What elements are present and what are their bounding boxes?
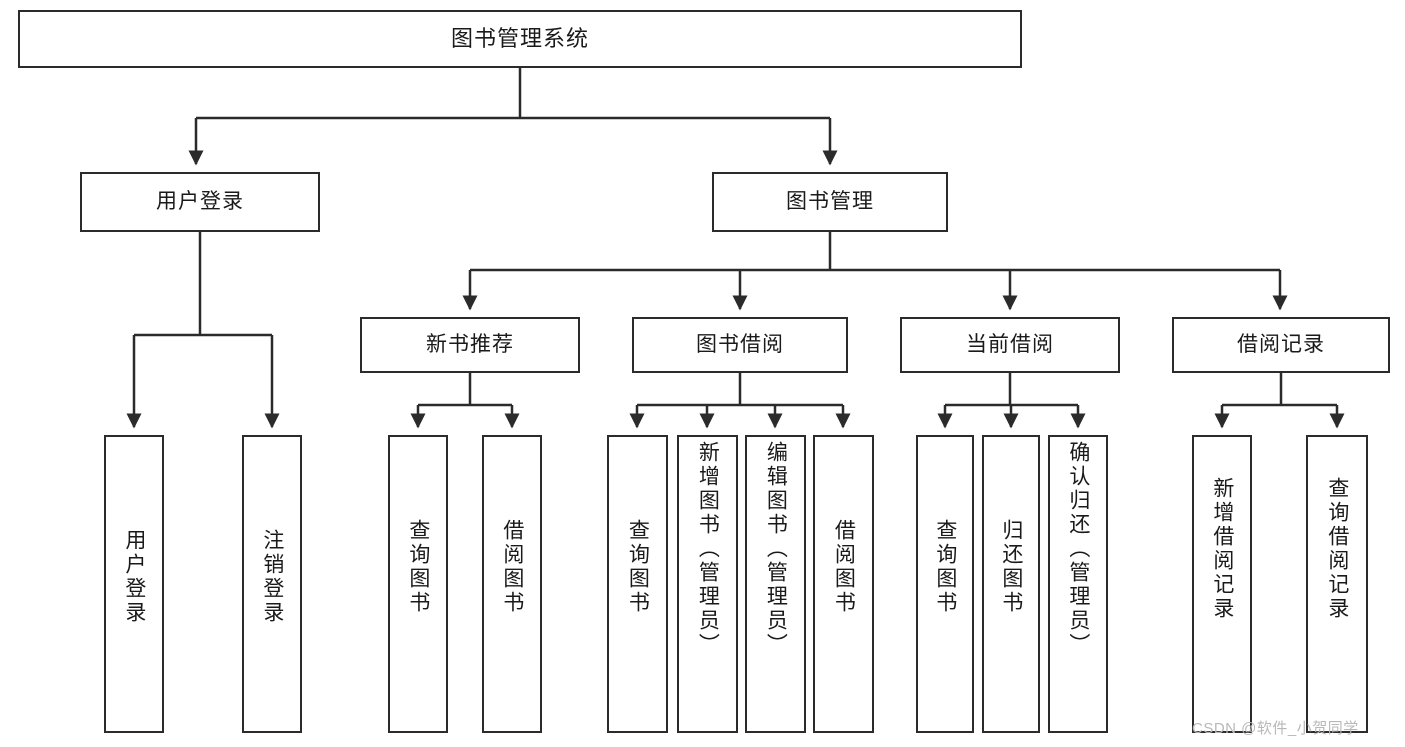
leaf-confirm-return-label: 确认归还（管理员） [1066,441,1090,657]
leaf-confirm-return[interactable]: 确认归还（管理员） [1048,435,1108,733]
leaf-borrow-book-1[interactable]: 借阅图书 [482,435,542,733]
leaf-logout-label: 注销登录 [260,529,284,625]
leaf-user-login[interactable]: 用户登录 [104,435,164,733]
node-current-borrow[interactable]: 当前借阅 [900,317,1120,373]
node-user-login[interactable]: 用户登录 [80,172,320,232]
node-book-management-label: 图书管理 [786,190,874,214]
leaf-query-book-2-label: 查询图书 [626,519,650,615]
leaf-borrow-book-1-label: 借阅图书 [500,519,524,615]
csdn-watermark: CSDN @软件_小贺同学 [1192,720,1359,737]
node-new-book-recommend[interactable]: 新书推荐 [360,317,580,373]
node-new-book-recommend-label: 新书推荐 [426,333,514,357]
node-book-borrow[interactable]: 图书借阅 [632,317,848,373]
leaf-edit-book[interactable]: 编辑图书（管理员） [745,435,806,733]
leaf-return-book[interactable]: 归还图书 [982,435,1040,733]
leaf-add-book-label: 新增图书（管理员） [696,441,720,657]
node-current-borrow-label: 当前借阅 [966,333,1054,357]
leaf-user-login-label: 用户登录 [122,529,146,625]
leaf-return-book-label: 归还图书 [999,519,1023,615]
leaf-logout[interactable]: 注销登录 [242,435,302,733]
node-user-login-label: 用户登录 [156,190,244,214]
leaf-borrow-book-2[interactable]: 借阅图书 [813,435,874,733]
leaf-query-book-2[interactable]: 查询图书 [607,435,668,733]
node-book-borrow-label: 图书借阅 [696,333,784,357]
node-book-management[interactable]: 图书管理 [712,172,948,232]
node-borrow-records[interactable]: 借阅记录 [1172,317,1390,373]
leaf-add-record[interactable]: 新增借阅记录 [1192,435,1252,733]
leaf-borrow-book-2-label: 借阅图书 [832,519,856,615]
leaf-query-book-1[interactable]: 查询图书 [388,435,448,733]
node-borrow-records-label: 借阅记录 [1237,333,1325,357]
leaf-edit-book-label: 编辑图书（管理员） [764,441,788,657]
leaf-query-book-3-label: 查询图书 [933,519,957,615]
leaf-query-record-label: 查询借阅记录 [1325,477,1349,621]
leaf-add-record-label: 新增借阅记录 [1210,477,1234,621]
leaf-query-record[interactable]: 查询借阅记录 [1306,435,1368,733]
leaf-add-book[interactable]: 新增图书（管理员） [677,435,738,733]
leaf-query-book-1-label: 查询图书 [406,519,430,615]
node-root[interactable]: 图书管理系统 [18,10,1022,68]
leaf-query-book-3[interactable]: 查询图书 [916,435,974,733]
node-root-label: 图书管理系统 [450,25,589,51]
